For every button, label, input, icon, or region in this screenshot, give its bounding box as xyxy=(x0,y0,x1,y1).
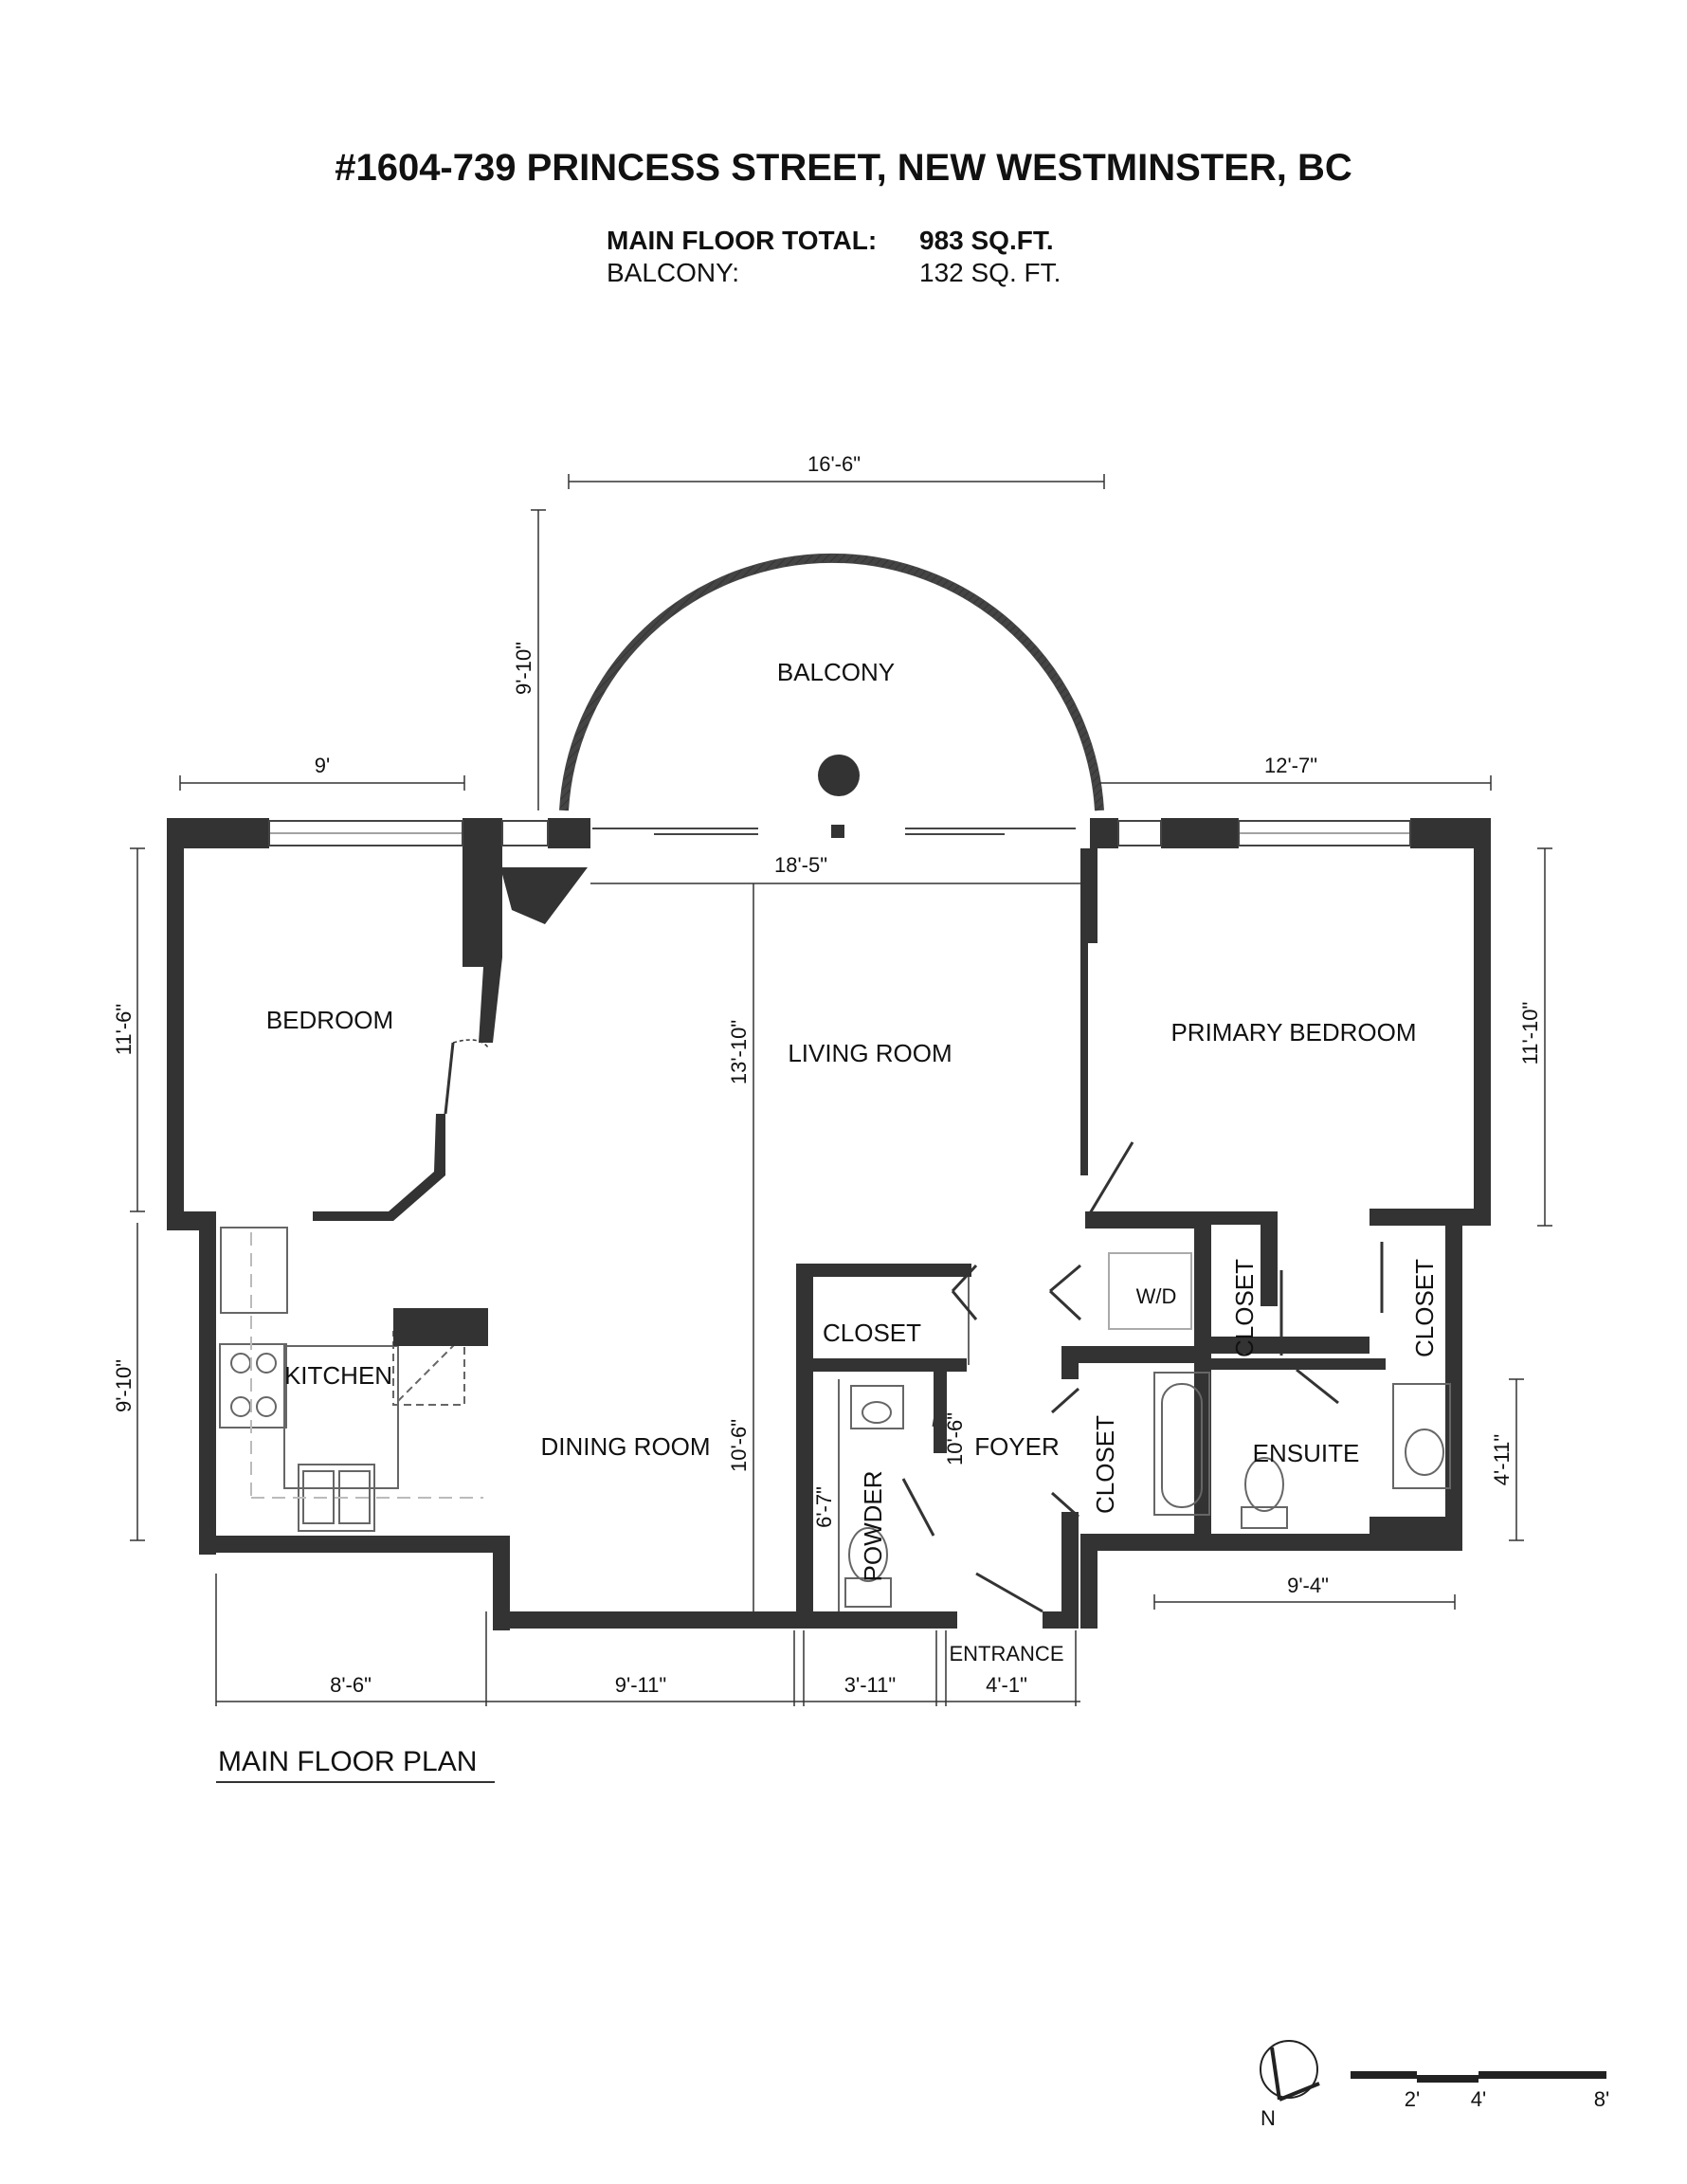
area-value: 132 SQ. FT. xyxy=(919,258,1061,287)
dim-dining-depth: 10'-6" xyxy=(727,1419,751,1472)
dim-bottom-2: 9'-11" xyxy=(615,1673,666,1697)
room-label-entrance: ENTRANCE xyxy=(949,1642,1063,1665)
balcony-sliding-doors xyxy=(592,828,1076,835)
dim-bottom-4: 4'-1" xyxy=(986,1673,1027,1697)
area-row-main: MAIN FLOOR TOTAL: 983 SQ.FT. xyxy=(607,226,1061,258)
dim-ensuite-width: 9'-4" xyxy=(1287,1574,1329,1597)
scale-label-4: 4' xyxy=(1471,2087,1486,2111)
dim-living-width: 18'-5" xyxy=(774,853,827,877)
room-label-primary-bedroom: PRIMARY BEDROOM xyxy=(1170,1018,1416,1046)
page-title: #1604-739 PRINCESS STREET, NEW WESTMINST… xyxy=(335,147,1352,189)
area-label: MAIN FLOOR TOTAL: xyxy=(607,226,878,255)
scale-label-8: 8' xyxy=(1594,2087,1609,2111)
room-label-kitchen: KITCHEN xyxy=(284,1361,392,1390)
room-label-balcony: BALCONY xyxy=(777,658,895,686)
dim-balcony-width: 16'-6" xyxy=(807,452,861,476)
kitchen-fixtures xyxy=(219,1227,488,1532)
doors xyxy=(444,1039,1384,1613)
bath-fixtures xyxy=(844,1252,1451,1608)
dim-foyer-depth: 10'-6" xyxy=(943,1412,967,1465)
dim-bottom-1: 8'-6" xyxy=(330,1673,372,1697)
balcony-column xyxy=(818,755,860,796)
area-label: BALCONY: xyxy=(607,258,740,287)
room-label-powder: POWDER xyxy=(859,1471,887,1582)
scale-bar xyxy=(1351,2071,1606,2083)
room-label-closet-foyer: CLOSET xyxy=(1091,1415,1119,1514)
scale-label-2: 2' xyxy=(1405,2087,1420,2111)
room-label-dining-room: DINING ROOM xyxy=(540,1432,710,1461)
dim-primary-width: 12'-7" xyxy=(1264,754,1317,777)
exterior-walls xyxy=(167,818,1491,1630)
room-label-foyer: FOYER xyxy=(974,1432,1060,1461)
room-label-closet-hall: CLOSET xyxy=(823,1319,921,1347)
north-label: N xyxy=(1261,2106,1276,2130)
area-row-balcony: BALCONY: 132 SQ. FT. xyxy=(607,258,1061,290)
dim-primary-depth: 11'-10" xyxy=(1518,1002,1542,1065)
room-label-ensuite: ENSUITE xyxy=(1253,1439,1360,1467)
area-summary: MAIN FLOOR TOTAL: 983 SQ.FT. BALCONY: 13… xyxy=(607,226,1061,290)
room-label-living-room: LIVING ROOM xyxy=(788,1039,952,1067)
dim-bedroom-width: 9' xyxy=(315,754,330,777)
dimension-lines xyxy=(130,474,1552,1706)
dim-bottom-3: 3'-11" xyxy=(844,1673,896,1697)
room-label-closet-primary-2: CLOSET xyxy=(1410,1259,1439,1357)
plan-caption: MAIN FLOOR PLAN xyxy=(218,1746,477,1777)
dim-kitchen-depth: 9'-10" xyxy=(112,1359,136,1412)
room-label-closet-primary-1: CLOSET xyxy=(1230,1259,1259,1357)
north-arrow-icon xyxy=(1260,2040,1320,2102)
area-value: 983 SQ.FT. xyxy=(919,226,1054,255)
dim-powder-depth: 6'-7" xyxy=(812,1486,836,1528)
dim-living-depth: 13'-10" xyxy=(727,1020,751,1084)
room-label-wd: W/D xyxy=(1136,1284,1177,1308)
interior-walls xyxy=(313,848,1386,1629)
dim-ensuite-depth: 4'-11" xyxy=(1490,1434,1514,1485)
balcony-post xyxy=(831,825,844,838)
room-label-bedroom: BEDROOM xyxy=(266,1006,393,1034)
dim-balcony-depth: 9'-10" xyxy=(512,642,535,695)
dim-bedroom-depth: 11'-6" xyxy=(112,1004,136,1055)
